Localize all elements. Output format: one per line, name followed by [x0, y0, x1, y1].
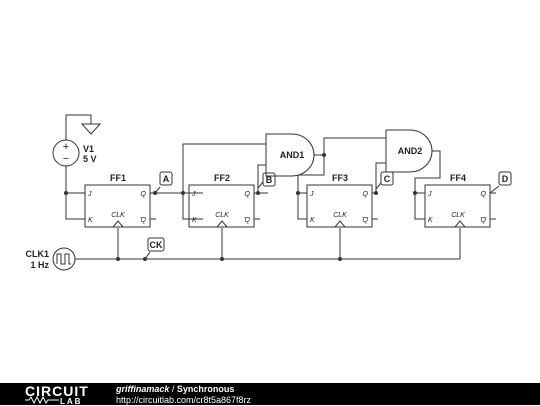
ff1-q-pin: Q: [141, 191, 147, 198]
clock-edge-ff4: [454, 220, 466, 228]
circuitlab-logo-bottom: LAB: [60, 397, 83, 406]
ff3-j-pin: J: [309, 191, 314, 198]
net-tag-d-label: D: [502, 174, 509, 184]
and-gate-and1: [265, 133, 315, 177]
author-title-line: griffinamack / Synchronous: [116, 384, 234, 394]
ff1-name: FF1: [110, 173, 126, 183]
ff1-qbar-pin: Q: [141, 217, 147, 224]
circuitlab-logo-top: CIRCUIT: [25, 383, 89, 399]
junctions: [64, 153, 417, 261]
voltage-source-v1: [52, 139, 80, 167]
ff4-q-pin: Q: [481, 191, 487, 198]
flipflop-ff4: [424, 184, 491, 228]
flipflop-ff1: [84, 184, 151, 228]
net-tag-d: [498, 171, 512, 186]
and2-name: AND2: [398, 146, 423, 156]
v1-plus-sign: +: [63, 141, 69, 153]
ff4-name: FF4: [450, 173, 466, 183]
net-tag-ck: [147, 237, 165, 252]
footer-bar: CIRCUIT LAB griffinamack / Synchronous h…: [0, 383, 540, 406]
ff2-q-pin: Q: [245, 191, 251, 198]
ff3-q-pin: Q: [363, 191, 369, 198]
and-gate-and2: [385, 129, 433, 173]
net-tag-b: [262, 172, 276, 187]
and1-name: AND1: [280, 150, 305, 160]
ff1-clk-pin: CLK: [111, 212, 125, 219]
ff4-j-pin: J: [427, 191, 432, 198]
clk1-label: CLK1: [25, 249, 49, 259]
ff2-qbar-pin: Q: [245, 217, 251, 224]
flipflop-ff2: [188, 184, 255, 228]
ff2-clk-pin: CLK: [215, 212, 229, 219]
ff3-qbar-pin: Q: [363, 217, 369, 224]
wires: [65, 114, 500, 260]
clock-source-clk1: [52, 247, 76, 271]
ff2-name: FF2: [214, 173, 230, 183]
net-tag-a: [159, 171, 173, 186]
net-tag-ck-label: CK: [150, 240, 163, 250]
resistor-logo-icon: [25, 396, 59, 404]
ff1-j-pin: J: [87, 191, 92, 198]
ff3-name: FF3: [332, 173, 348, 183]
ff2-k-pin: K: [192, 217, 197, 224]
net-tag-c: [380, 171, 394, 186]
circuit-url-link[interactable]: http://circuitlab.com/cr8t5a867f8rz: [116, 395, 252, 405]
author-link[interactable]: griffinamack: [116, 384, 170, 394]
ground-symbol: [80, 123, 102, 135]
flipflop-ff3: [306, 184, 373, 228]
ff4-qbar-pin: Q: [481, 217, 487, 224]
ff3-k-pin: K: [310, 217, 315, 224]
circuit-title[interactable]: Synchronous: [176, 384, 235, 394]
clock-edge-ff2: [216, 220, 228, 228]
schematic-svg: + − V1 5 V CLK1 1 Hz FF1 J K Q Q CLK FF2…: [25, 114, 512, 271]
ff1-k-pin: K: [88, 217, 93, 224]
ff3-clk-pin: CLK: [333, 212, 347, 219]
clock-edge-ff3: [334, 220, 346, 228]
clock-edge-ff1: [112, 220, 124, 228]
ff4-k-pin: K: [428, 217, 433, 224]
net-tag-b-label: B: [266, 175, 273, 185]
clk1-value: 1 Hz: [30, 260, 49, 270]
net-tag-c-label: C: [384, 174, 391, 184]
v1-value: 5 V: [83, 154, 97, 164]
title-separator: /: [169, 384, 177, 394]
net-tag-a-label: A: [163, 174, 170, 184]
v1-minus-sign: −: [63, 153, 69, 165]
ff2-j-pin: J: [191, 191, 196, 198]
v1-label: V1: [83, 144, 94, 154]
ff4-clk-pin: CLK: [451, 212, 465, 219]
